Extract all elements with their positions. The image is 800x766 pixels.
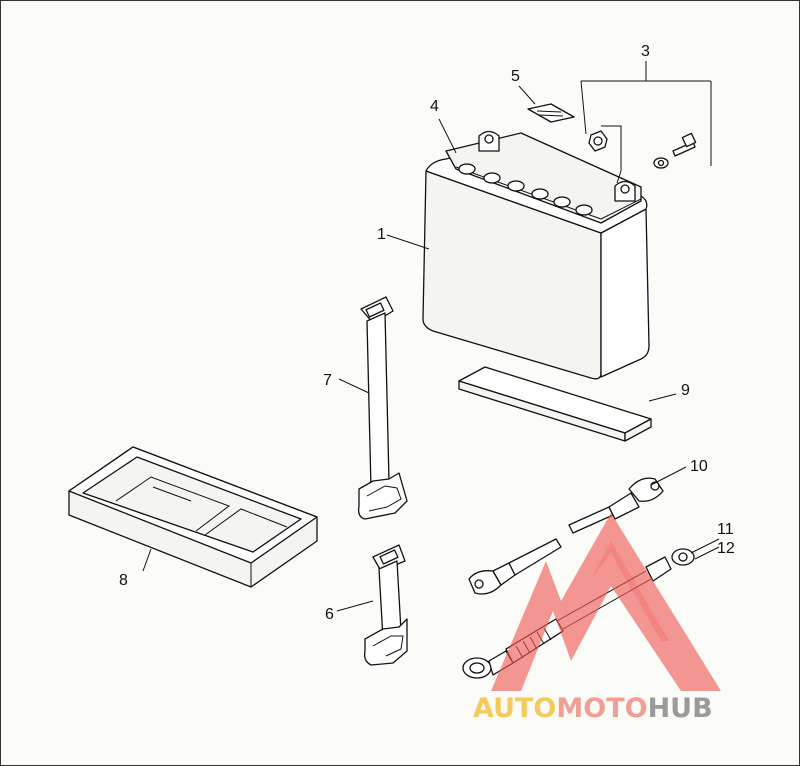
battery-cable	[468, 477, 664, 595]
terminal-hardware	[588, 130, 697, 169]
callout-1: 1	[377, 226, 386, 243]
battery-terminals	[458, 163, 593, 216]
callout-5: 5	[511, 68, 520, 85]
callout-7: 7	[323, 372, 332, 389]
watermark-moto: MOTO	[556, 693, 647, 724]
long-hold-down-strap	[357, 296, 408, 520]
callout-10: 10	[690, 458, 708, 475]
automotohub-watermark: AUTOMOTOHUB	[473, 513, 721, 724]
battery-pad	[458, 366, 652, 442]
label-decal	[527, 103, 575, 123]
callout-12: 12	[717, 540, 735, 557]
callout-3: 3	[641, 43, 650, 60]
callout-11: 11	[717, 521, 734, 538]
battery-tray	[68, 446, 318, 588]
callout-8: 8	[119, 572, 128, 589]
callout-9: 9	[681, 382, 690, 399]
callout-leaders	[142, 61, 720, 612]
callout-labels: 1 3 4 5 6 7 8 9 10 11 12	[119, 43, 735, 623]
short-hold-down-strap	[363, 544, 408, 666]
watermark-text: AUTOMOTOHUB	[473, 693, 713, 724]
watermark-auto: AUTO	[473, 693, 556, 724]
watermark-triangle-logo	[491, 513, 721, 691]
battery	[422, 130, 650, 380]
callout-6: 6	[325, 606, 334, 623]
callout-4: 4	[430, 98, 439, 115]
watermark-hub: HUB	[648, 693, 713, 724]
